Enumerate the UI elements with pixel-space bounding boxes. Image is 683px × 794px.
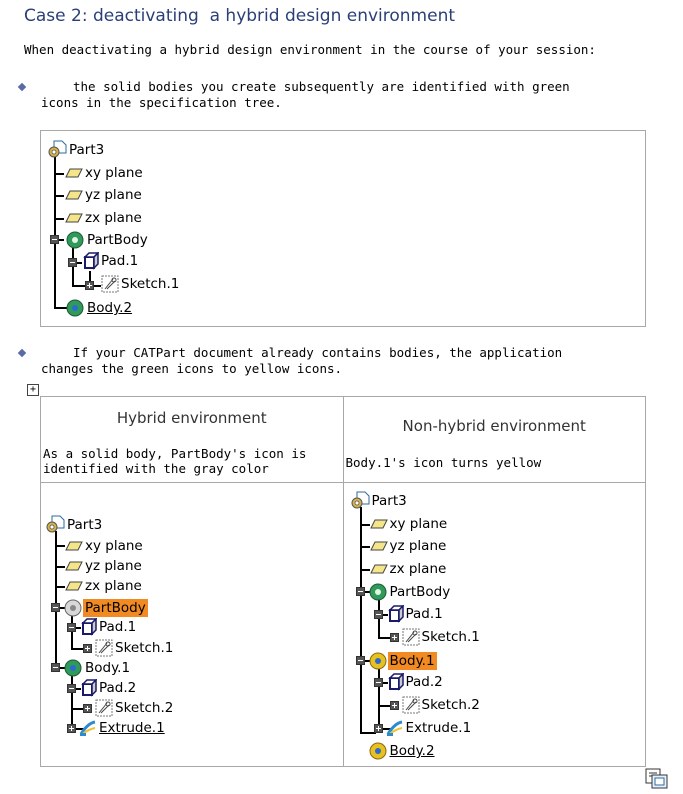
- anchor-icon[interactable]: +: [27, 384, 39, 396]
- tree-node-extrude[interactable]: Extrude.1: [79, 719, 167, 737]
- tree-node-yz-plane[interactable]: yz plane: [370, 537, 449, 555]
- plane-icon: [65, 189, 83, 201]
- hybrid-header: Hybrid environment: [116, 409, 267, 427]
- pad-icon: [388, 605, 404, 623]
- tree-node-sketch[interactable]: Sketch.1: [101, 275, 181, 293]
- bullet-text-1: the solid bodies you create subsequently…: [41, 79, 570, 110]
- tree-node-yz-plane[interactable]: yz plane: [65, 557, 144, 575]
- tree-node-zx-plane[interactable]: zx plane: [65, 209, 144, 227]
- part-icon: [45, 515, 65, 535]
- pad-icon: [83, 252, 99, 270]
- hybrid-note: As a solid body, PartBody's icon is iden…: [43, 446, 307, 476]
- hybrid-header-cell: Hybrid environment As a solid body, Part…: [40, 396, 344, 483]
- bullet-icon: [17, 348, 27, 358]
- tree-node-pad2[interactable]: Pad.2: [81, 679, 138, 697]
- sketch-icon: [101, 275, 119, 293]
- plane-icon: [65, 560, 83, 572]
- plane-icon: [65, 167, 83, 179]
- nonhybrid-tree-cell: Part3 xy plane yz plane zx plane PartBod…: [342, 482, 646, 767]
- tree-node-partbody[interactable]: PartBody: [63, 598, 148, 617]
- tree-node-yz-plane[interactable]: yz plane: [65, 186, 144, 204]
- tree-node-partbody[interactable]: PartBody: [65, 230, 150, 249]
- plane-icon: [370, 518, 388, 530]
- tree-node-sketch2[interactable]: Sketch.2: [95, 699, 175, 717]
- tree-node-pad[interactable]: Pad.1: [83, 252, 140, 270]
- sketch-icon: [95, 639, 113, 657]
- tree-node-sketch1[interactable]: Sketch.1: [402, 628, 482, 646]
- sketch-icon: [402, 628, 420, 646]
- tree-node-extrude[interactable]: Extrude.1: [386, 719, 474, 737]
- tree-node-body2[interactable]: Body.2: [65, 298, 134, 317]
- tree-node-pad2[interactable]: Pad.2: [388, 673, 445, 691]
- comparison-table: Hybrid environment As a solid body, Part…: [40, 396, 646, 767]
- plane-icon: [370, 540, 388, 552]
- part-icon: [47, 140, 67, 160]
- plane-icon: [65, 580, 83, 592]
- extrude-icon: [386, 719, 404, 737]
- pad-icon: [81, 679, 97, 697]
- print-icon[interactable]: [645, 768, 669, 790]
- nonhybrid-note: Body.1's icon turns yellow: [345, 455, 542, 470]
- tree-node-zx-plane[interactable]: zx plane: [370, 560, 449, 578]
- tree-node-body1[interactable]: Body.1: [63, 658, 132, 677]
- tree-node-part[interactable]: Part3: [350, 491, 409, 509]
- plane-icon: [65, 212, 83, 224]
- tree-node-body1[interactable]: Body.1: [368, 651, 437, 670]
- tree-node-xy-plane[interactable]: xy plane: [370, 515, 450, 533]
- body-icon: [369, 742, 386, 760]
- sketch-icon: [95, 699, 113, 717]
- bullet-text-2: If your CATPart document already contain…: [41, 345, 563, 376]
- bullet-icon: [17, 82, 27, 92]
- tree-node-sketch2[interactable]: Sketch.2: [402, 696, 482, 714]
- plane-icon: [370, 563, 388, 575]
- body-icon: [64, 599, 82, 617]
- tree-node-xy-plane[interactable]: xy plane: [65, 164, 145, 182]
- tree-node-partbody[interactable]: PartBody: [368, 582, 453, 601]
- tree-node-pad1[interactable]: Pad.1: [388, 605, 445, 623]
- tree-node-zx-plane[interactable]: zx plane: [65, 577, 144, 595]
- part-icon: [350, 491, 370, 511]
- tree-node-part[interactable]: Part3: [45, 515, 104, 533]
- sketch-icon: [402, 696, 420, 714]
- extrude-icon: [79, 719, 97, 737]
- nonhybrid-header-cell: Non-hybrid environment Body.1's icon tur…: [342, 396, 646, 483]
- tree-node-sketch1[interactable]: Sketch.1: [95, 639, 175, 657]
- tree-node-xy-plane[interactable]: xy plane: [65, 537, 145, 555]
- body-icon: [66, 299, 84, 317]
- body-icon: [66, 231, 84, 249]
- pad-icon: [388, 673, 404, 691]
- intro-text: When deactivating a hybrid design enviro…: [24, 42, 596, 57]
- nonhybrid-header: Non-hybrid environment: [402, 417, 586, 435]
- spec-tree-box: Part3 xy plane yz plane zx plane PartBod…: [40, 130, 646, 327]
- body-icon: [369, 652, 386, 670]
- body-icon: [64, 659, 82, 677]
- page-title: Case 2: deactivating a hybrid design env…: [24, 6, 456, 26]
- body-icon: [369, 583, 386, 601]
- tree-node-part[interactable]: Part3: [47, 140, 106, 158]
- tree-node-pad1[interactable]: Pad.1: [81, 618, 138, 636]
- tree-node-body2[interactable]: Body.2: [368, 741, 437, 760]
- hybrid-tree-cell: Part3 xy plane yz plane zx plane PartBod…: [40, 482, 344, 767]
- plane-icon: [65, 540, 83, 552]
- pad-icon: [81, 618, 97, 636]
